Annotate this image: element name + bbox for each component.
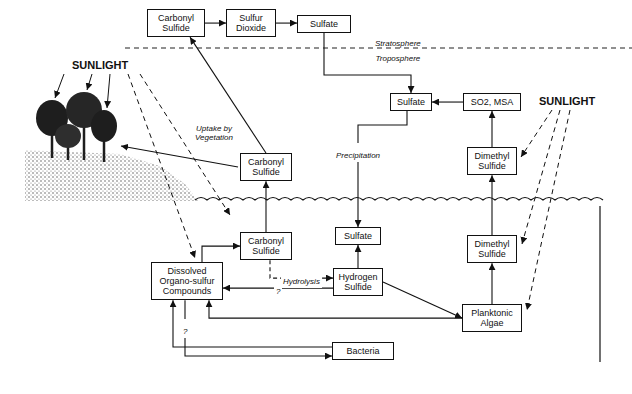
box-text: Dimethyl Sulfide: [472, 239, 512, 259]
box-text: Carbonyl Sulfide: [245, 236, 287, 256]
box-text: Hydrogen Sulfide: [338, 272, 378, 292]
process-box: Sulfur Dioxide: [226, 9, 276, 37]
flow-arrow: [491, 175, 492, 235]
flow-arrow: [265, 181, 266, 232]
edge-label-patch: ?: [181, 319, 189, 338]
flow-arrow: [185, 300, 332, 356]
sunlight-label: SUNLIGHT: [539, 95, 595, 108]
process-box: Carbonyl Sulfide: [240, 232, 292, 260]
process-box: Sulfate: [297, 15, 351, 33]
edge-label-patch: Hydrolysis: [281, 269, 322, 288]
process-box: Bacteria: [332, 342, 394, 360]
box-text: Sulfate: [340, 231, 376, 241]
uptake-arrow: [121, 146, 238, 167]
label-holder: Troposphere: [376, 47, 421, 65]
box-text: Dimethyl Sulfide: [472, 151, 512, 171]
process-box: Carbonyl Sulfide: [240, 153, 292, 181]
flow-arrow: [276, 23, 297, 24]
tree-crown: [91, 110, 117, 142]
region-label: Troposphere: [376, 54, 421, 63]
box-text: Carbonyl Sulfide: [245, 157, 287, 177]
edge-label: ?: [276, 287, 280, 296]
box-text: Sulfate: [395, 97, 427, 107]
box-text: Dissolved Organo-sulfur Compounds: [156, 266, 218, 296]
process-box: Dimethyl Sulfide: [467, 147, 517, 175]
edge-label: ?: [183, 327, 187, 336]
connector-group: [173, 23, 492, 356]
sunlight-rays-left: [55, 74, 230, 258]
box-text: Planktonic Algae: [467, 308, 517, 328]
flow-arrow: [357, 245, 358, 268]
sun-ray: [140, 74, 230, 215]
edge-label-patch: Precipitation: [334, 143, 382, 162]
region-label: Stratosphere: [375, 39, 421, 48]
edge-label: Hydrolysis: [283, 277, 320, 286]
region-label: Uptake by Vegetation: [191, 124, 237, 142]
trees: [36, 92, 117, 162]
label-holder: Uptake by Vegetation: [191, 124, 237, 144]
flow-arrow: [358, 111, 407, 227]
ocean-border: [599, 206, 600, 362]
label-holder: SUNLIGHT: [539, 91, 595, 109]
box-text: Bacteria: [337, 346, 389, 356]
process-box: Sulfate: [335, 227, 381, 245]
box-text: SO2, MSA: [468, 97, 516, 107]
process-box: Dimethyl Sulfide: [467, 235, 517, 263]
edge-label-patch: ?: [274, 279, 282, 298]
label-holder: Stratosphere: [375, 32, 421, 50]
sunlight-label: SUNLIGHT: [72, 59, 128, 72]
sun-ray: [527, 110, 570, 310]
sun-ray: [107, 74, 110, 108]
process-box: Planktonic Algae: [462, 304, 522, 332]
flow-arrow: [383, 282, 462, 318]
flow-arrow: [190, 37, 266, 153]
flow-arrow: [491, 263, 492, 304]
box-text: Sulfur Dioxide: [231, 13, 271, 33]
box-text: Carbonyl Sulfide: [152, 13, 200, 33]
process-box: Hydrogen Sulfide: [333, 268, 383, 296]
process-box: Dissolved Organo-sulfur Compounds: [151, 262, 223, 300]
process-box: Sulfate: [390, 93, 432, 111]
flow-arrow: [432, 101, 463, 102]
sea-surface-wave: [195, 198, 603, 201]
process-box: SO2, MSA: [463, 93, 521, 111]
sun-ray: [128, 74, 195, 258]
sun-ray: [522, 110, 560, 244]
flow-arrow: [205, 23, 226, 24]
box-text: Sulfate: [302, 19, 346, 29]
tree-crown: [55, 124, 81, 148]
label-holder: SUNLIGHT: [72, 55, 128, 73]
sunlight-rays-right: [521, 110, 570, 310]
flow-arrow: [209, 300, 462, 318]
process-box: Carbonyl Sulfide: [147, 9, 205, 37]
sun-ray: [87, 74, 92, 90]
edge-label: Precipitation: [336, 151, 380, 160]
flow-arrow: [173, 300, 332, 347]
flow-arrow: [202, 246, 240, 262]
sun-ray: [55, 74, 64, 98]
sun-ray: [521, 110, 552, 157]
flow-arrow: [491, 111, 492, 147]
